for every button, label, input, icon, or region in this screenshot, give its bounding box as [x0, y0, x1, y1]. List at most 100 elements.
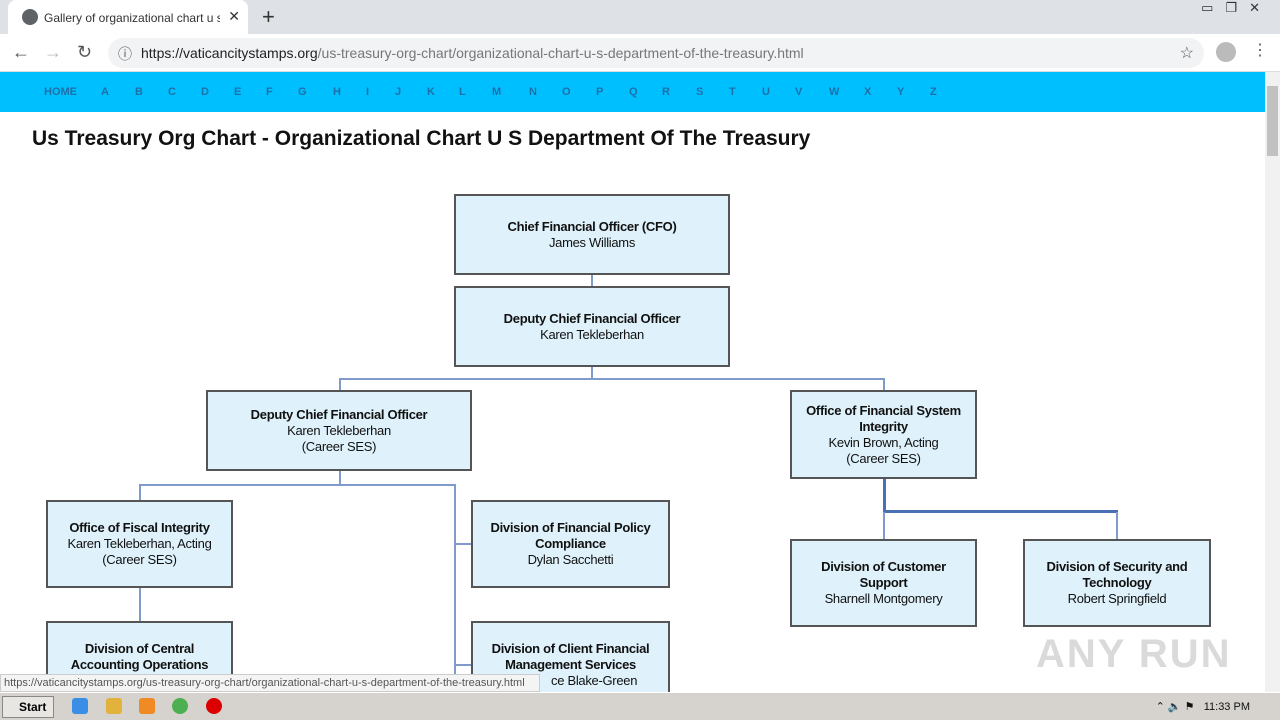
bookmark-star-icon[interactable]: ☆: [1179, 45, 1194, 62]
connector: [883, 512, 885, 539]
nav-item-n[interactable]: N: [529, 86, 537, 98]
new-tab-button[interactable]: +: [262, 4, 275, 29]
nav-item-o[interactable]: O: [562, 86, 571, 98]
nav-item-a[interactable]: A: [101, 86, 109, 98]
nav-item-d[interactable]: D: [201, 86, 209, 98]
nav-item-home[interactable]: HOME: [44, 86, 77, 98]
connector: [883, 378, 885, 390]
nav-item-g[interactable]: G: [298, 86, 307, 98]
connector: [454, 543, 471, 545]
system-tray: ⌃ 🔈 ⚑ 11:33 PM: [1155, 701, 1250, 713]
nav-item-i[interactable]: I: [366, 86, 370, 98]
connector: [454, 664, 471, 666]
explorer-icon[interactable]: [106, 698, 122, 714]
org-title: Division of Central Accounting Operation…: [70, 641, 209, 672]
org-line: ce Blake-Green: [551, 673, 638, 688]
org-title: Division of Customer Support: [821, 559, 946, 590]
org-title: Office of Fiscal Integrity: [69, 520, 210, 535]
address-bar[interactable]: ⓘ https://vaticancitystamps.org/us-treas…: [108, 38, 1204, 68]
nav-item-l[interactable]: L: [459, 86, 466, 98]
org-title: Office of Financial System Integrity: [806, 402, 961, 434]
connector: [139, 588, 141, 621]
nav-item-w[interactable]: W: [829, 86, 840, 98]
url-path: /us-treasury-org-chart/organizational-ch…: [317, 45, 804, 61]
nav-item-t[interactable]: T: [729, 86, 736, 98]
org-line: (Career SES): [846, 450, 921, 466]
connector: [140, 484, 456, 486]
window-controls[interactable]: ▭❐✕: [1201, 0, 1272, 15]
org-line: Kevin Brown, Acting: [828, 434, 939, 450]
org-line: (Career SES): [102, 552, 177, 567]
nav-item-u[interactable]: U: [762, 86, 770, 98]
start-label: Start: [19, 700, 47, 714]
org-line: Karen Tekleberhan: [287, 422, 391, 438]
nav-item-z[interactable]: Z: [930, 86, 937, 98]
connector: [339, 378, 885, 380]
media-player-icon[interactable]: [139, 698, 155, 714]
nav-item-m[interactable]: M: [492, 86, 502, 98]
nav-item-k[interactable]: K: [427, 86, 435, 98]
taskbar: Start ⌃ 🔈 ⚑ 11:33 PM: [0, 692, 1280, 720]
connector: [139, 484, 141, 500]
tab-title: Gallery of organizational chart u s de: [44, 11, 220, 25]
reload-button[interactable]: ↻: [77, 42, 93, 62]
connector: [1116, 512, 1118, 539]
nav-item-b[interactable]: B: [135, 86, 143, 98]
nav-item-e[interactable]: E: [234, 86, 242, 98]
close-tab-icon[interactable]: ✕: [228, 8, 240, 24]
globe-icon: [22, 9, 38, 25]
nav-item-h[interactable]: H: [333, 86, 341, 98]
connector: [591, 367, 593, 378]
org-line: Sharnell Montgomery: [824, 591, 943, 606]
connector: [454, 484, 456, 692]
profile-avatar[interactable]: [1216, 42, 1236, 62]
start-button[interactable]: Start: [2, 696, 54, 718]
menu-icon[interactable]: ⋮: [1252, 42, 1268, 59]
nav-item-x[interactable]: X: [864, 86, 872, 98]
org-line: Karen Tekleberhan, Acting: [67, 536, 212, 551]
connector: [884, 510, 1118, 513]
connector: [339, 471, 341, 485]
nav-item-y[interactable]: Y: [897, 86, 905, 98]
org-title: Deputy Chief Financial Officer: [503, 310, 681, 326]
org-line: Robert Springfield: [1067, 591, 1167, 606]
browser-tab[interactable]: Gallery of organizational chart u s de ✕: [8, 0, 248, 34]
org-title: Division of Client Financial Management …: [491, 641, 650, 672]
opera-icon[interactable]: [206, 698, 222, 714]
info-icon[interactable]: ⓘ: [118, 46, 132, 62]
nav-item-v[interactable]: V: [795, 86, 803, 98]
ie-icon[interactable]: [72, 698, 88, 714]
connector: [883, 479, 886, 512]
chrome-icon[interactable]: [172, 698, 188, 714]
forward-button[interactable]: →: [44, 42, 62, 62]
nav-item-c[interactable]: C: [168, 86, 176, 98]
nav-item-j[interactable]: J: [395, 86, 402, 98]
tab-strip: Gallery of organizational chart u s de ✕…: [0, 0, 1280, 34]
org-title: Deputy Chief Financial Officer: [250, 406, 428, 422]
org-line: James Williams: [548, 234, 636, 250]
nav-item-s[interactable]: S: [696, 86, 704, 98]
org-box: Chief Financial Officer (CFO)James Willi…: [454, 194, 730, 275]
org-title: Division of Security and Technology: [1046, 559, 1188, 590]
org-title: Division of Financial Policy Compliance: [490, 520, 651, 551]
nav-item-p[interactable]: P: [596, 86, 604, 98]
back-button[interactable]: ←: [12, 42, 30, 62]
status-bar-url: https://vaticancitystamps.org/us-treasur…: [0, 674, 540, 692]
watermark: ANY RUN: [1036, 632, 1232, 676]
org-line: Dylan Sacchetti: [527, 552, 614, 567]
connector: [339, 378, 341, 390]
org-line: Karen Tekleberhan: [540, 326, 644, 342]
nav-item-q[interactable]: Q: [629, 86, 638, 98]
scrollbar-thumb[interactable]: [1267, 86, 1278, 156]
connector: [591, 275, 593, 286]
nav-item-f[interactable]: F: [266, 86, 273, 98]
nav-item-r[interactable]: R: [662, 86, 670, 98]
scrollbar[interactable]: [1265, 72, 1280, 692]
page-title: Us Treasury Org Chart - Organizational C…: [32, 127, 811, 150]
